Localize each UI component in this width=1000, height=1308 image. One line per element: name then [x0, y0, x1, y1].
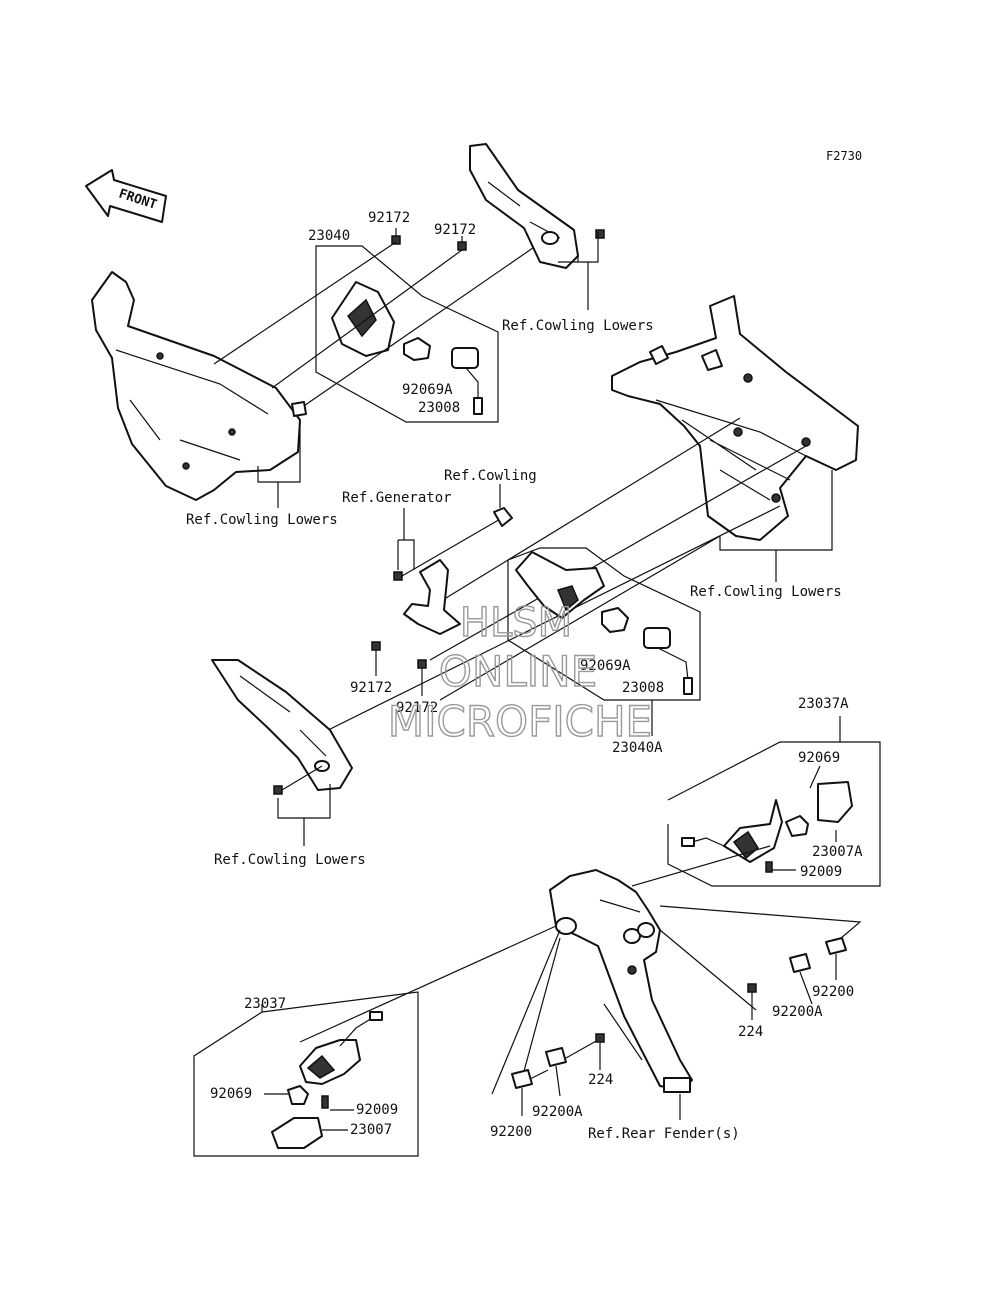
ref-generator-label: Ref.Generator [342, 490, 452, 506]
callout-92009-rear-left: 92009 [356, 1102, 398, 1118]
callout-92069A-upper: 92069A [402, 382, 453, 398]
front-cowling-left-part [91, 271, 301, 501]
front-cowling-right-part [611, 295, 859, 541]
front-arrow-icon: FRONT [85, 169, 167, 223]
callout-23008-lower: 23008 [622, 680, 664, 696]
signal-mount-bracket-part [393, 559, 461, 635]
callout-92200-lower: 92200 [490, 1124, 532, 1140]
callout-92069-rear-left: 92069 [210, 1086, 252, 1102]
callout-92172-lower-b: 92172 [396, 700, 438, 716]
callout-92069A-lower: 92069A [580, 658, 631, 674]
callout-23007A: 23007A [812, 844, 863, 860]
callout-92069-rear-right: 92069 [798, 750, 840, 766]
ref-cowling-lowers-upper-right: Ref.Cowling Lowers [502, 318, 654, 334]
callout-23040: 23040 [308, 228, 350, 244]
callout-92172-upper-b: 92172 [434, 222, 476, 238]
callout-23040A: 23040A [612, 740, 663, 756]
turn-signal-front-right-group [507, 547, 701, 701]
ref-cowling-lowers-lower: Ref.Cowling Lowers [214, 852, 366, 868]
callout-23037: 23037 [244, 996, 286, 1012]
rear-fender-bracket-part [549, 869, 693, 1093]
ref-cowling-lowers-left: Ref.Cowling Lowers [186, 512, 338, 528]
watermark-line3: MICROFICHE [388, 697, 652, 746]
callout-23007: 23007 [350, 1122, 392, 1138]
cowling-bracket-upper-part [469, 143, 605, 269]
turn-signal-rear-right-group [667, 716, 881, 887]
callout-224-right: 224 [738, 1024, 763, 1040]
turn-signal-rear-left-group [193, 991, 419, 1157]
ref-cowling-label: Ref.Cowling [444, 468, 537, 484]
watermark-line2: ONLINE [439, 647, 597, 696]
ref-cowling-lowers-right: Ref.Cowling Lowers [690, 584, 842, 600]
callout-92009-rear-right: 92009 [800, 864, 842, 880]
ref-rear-fender-label: Ref.Rear Fender(s) [588, 1126, 740, 1142]
callout-92200A-right: 92200A [772, 1004, 823, 1020]
callout-92200-right: 92200 [812, 984, 854, 1000]
callout-23008-upper: 23008 [418, 400, 460, 416]
callout-92200A-lower: 92200A [532, 1104, 583, 1120]
watermark: HLSM ONLINE MICROFICHE [387, 599, 653, 746]
watermark-line1: HLSM [460, 600, 572, 646]
figure-id: F2730 [826, 149, 862, 163]
turn-signal-front-left-group: 23040 [308, 228, 499, 423]
callout-92172-lower-a: 92172 [350, 680, 392, 696]
callout-92172-upper-a: 92172 [368, 210, 410, 226]
cowling-bracket-lower-part [211, 659, 353, 795]
callout-224-lower: 224 [588, 1072, 613, 1088]
callout-23037A: 23037A [798, 696, 849, 712]
